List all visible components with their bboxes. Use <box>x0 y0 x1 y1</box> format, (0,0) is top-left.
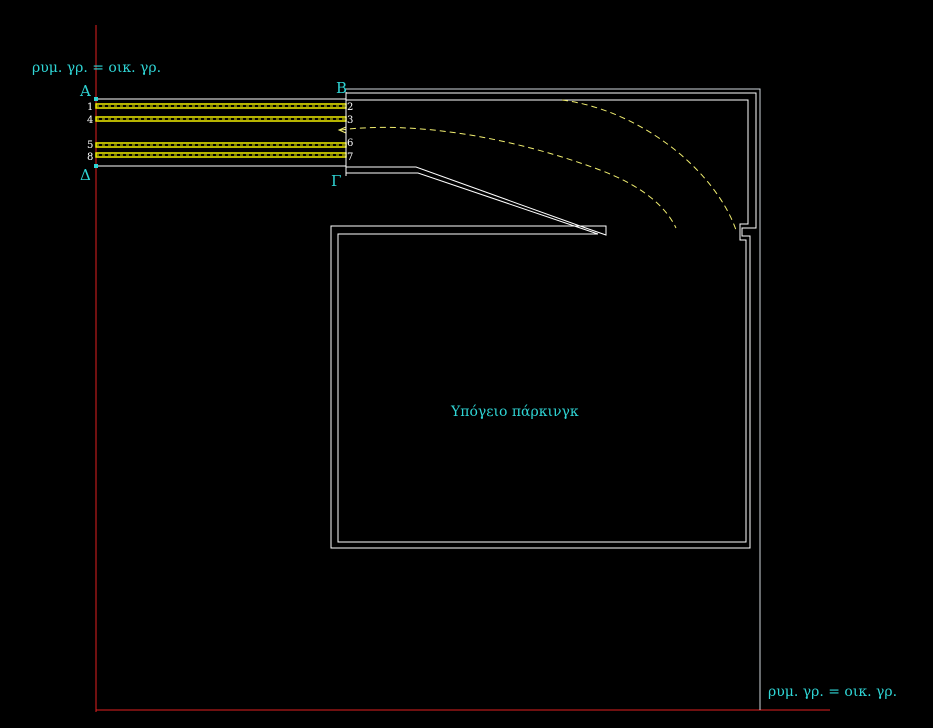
ramp-strips <box>95 103 347 158</box>
point-6: 6 <box>347 138 353 149</box>
arrow-head <box>337 126 347 134</box>
point-4: 4 <box>87 115 93 126</box>
turning-curve-inner <box>339 126 677 229</box>
corner-d-label: Δ <box>80 166 91 184</box>
corner-a-marker <box>94 97 98 101</box>
point-2: 2 <box>347 102 353 113</box>
corner-d-marker <box>94 164 98 168</box>
ramp-inner-wall <box>337 99 749 543</box>
point-7: 7 <box>347 152 353 163</box>
boundary-label-bottom: ρυμ. γρ. = οικ. γρ. <box>768 684 897 700</box>
ramp-outer-wall <box>330 92 757 549</box>
point-3: 3 <box>347 115 353 126</box>
point-1: 1 <box>87 102 93 113</box>
turning-curve-outer <box>561 99 737 231</box>
building-line-outline <box>346 88 761 710</box>
corner-c-label: Γ <box>331 172 341 190</box>
parking-label: Υπόγειο πάρκινγκ <box>450 404 579 420</box>
point-5: 5 <box>87 140 93 151</box>
corner-a-label: Α <box>79 82 91 100</box>
corner-b-label: Β <box>336 79 347 97</box>
boundary-label-top: ρυμ. γρ. = οικ. γρ. <box>32 60 161 76</box>
point-8: 8 <box>87 152 93 163</box>
